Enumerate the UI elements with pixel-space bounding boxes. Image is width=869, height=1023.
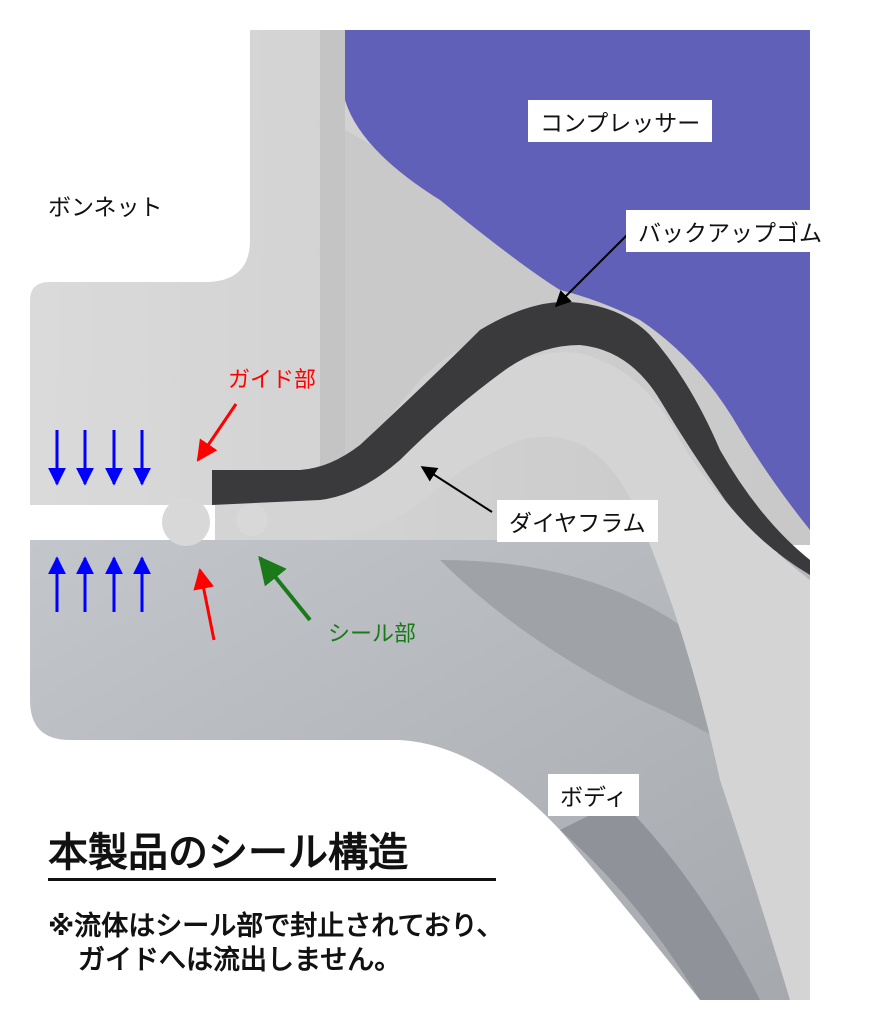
guide-label: ガイド部 xyxy=(228,368,317,393)
diaphragm-label: ダイヤフラム xyxy=(497,500,658,542)
seal-pointer-icon xyxy=(258,555,312,622)
guide-pointer-lower-icon xyxy=(193,567,216,641)
bonnet-inner-shade xyxy=(320,30,345,500)
diaphragm-pointer-icon xyxy=(420,466,493,513)
backup-rubber-label: バックアップゴム xyxy=(626,210,834,252)
guide-bead xyxy=(162,498,210,546)
bonnet-cavity-shade xyxy=(345,130,640,470)
note-line-1: ※流体はシール部で封止されており、 xyxy=(48,911,504,942)
backup-rubber-part xyxy=(212,301,810,575)
compressor-label: コンプレッサー xyxy=(528,100,713,142)
page-title: 本製品のシール構造 xyxy=(48,830,408,876)
bonnet-label: ボンネット xyxy=(48,195,163,221)
backup-rubber-pointer-icon xyxy=(554,229,633,308)
guide-pointer-icon xyxy=(196,403,238,462)
compressor-part xyxy=(345,30,810,530)
seal-bead xyxy=(236,504,268,536)
diaphragm-part xyxy=(215,352,810,1000)
body-cavity-shade xyxy=(440,560,780,780)
seal-label: シール部 xyxy=(328,622,417,647)
note-line-2: ガイドへは流出しません。 xyxy=(78,945,402,976)
title-underline xyxy=(48,878,496,881)
body-bore-shade xyxy=(560,800,760,1000)
body-label: ボディ xyxy=(548,774,640,816)
